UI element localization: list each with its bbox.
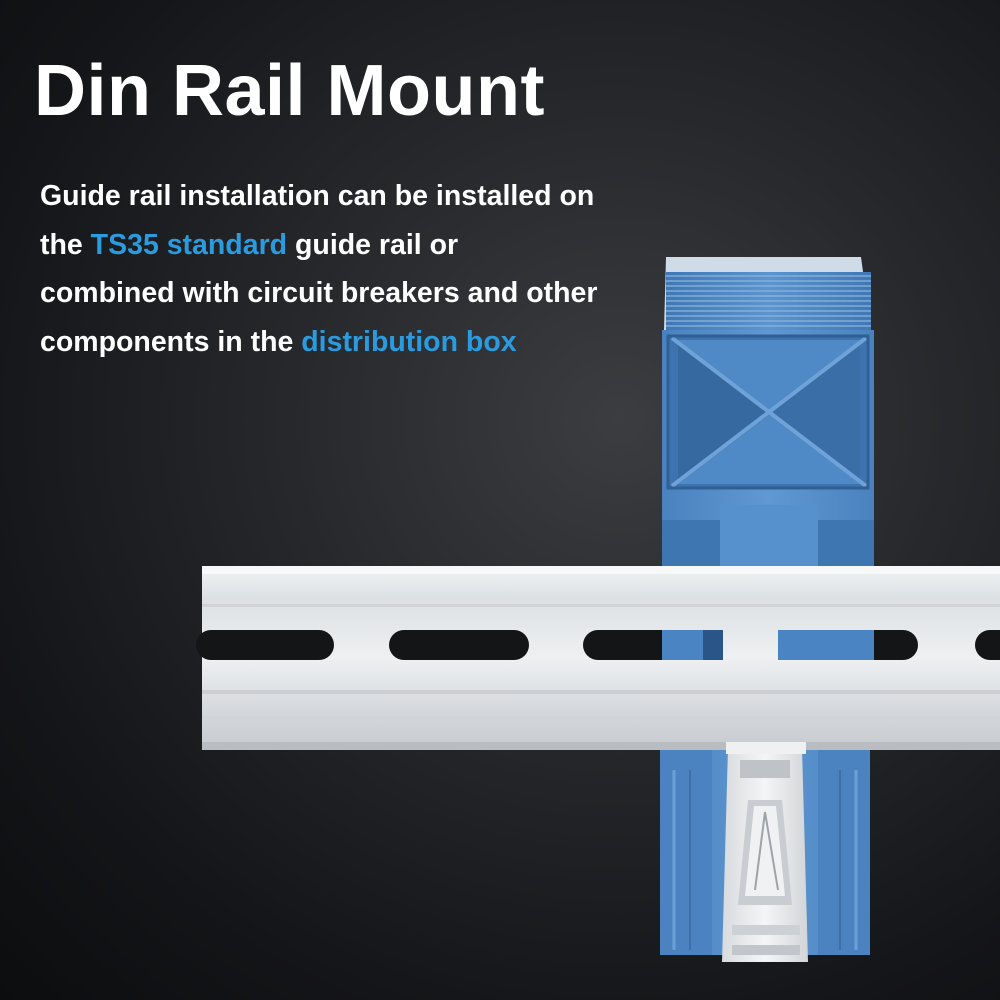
din-rail-clip <box>722 742 808 962</box>
highlight-distribution-box: distribution box <box>301 325 517 358</box>
din-rail <box>196 566 1000 750</box>
module-top-ribs <box>664 257 871 330</box>
description-segment: Guide rail installation can be installed… <box>40 180 595 261</box>
module-body <box>662 330 874 600</box>
page-title: Din Rail Mount <box>34 51 545 131</box>
description-segment: guide rail or combined with circuit brea… <box>40 228 598 358</box>
description-text: Guide rail installation can be installed… <box>40 172 600 366</box>
highlight-rail-standard: TS35 standard <box>90 228 288 261</box>
